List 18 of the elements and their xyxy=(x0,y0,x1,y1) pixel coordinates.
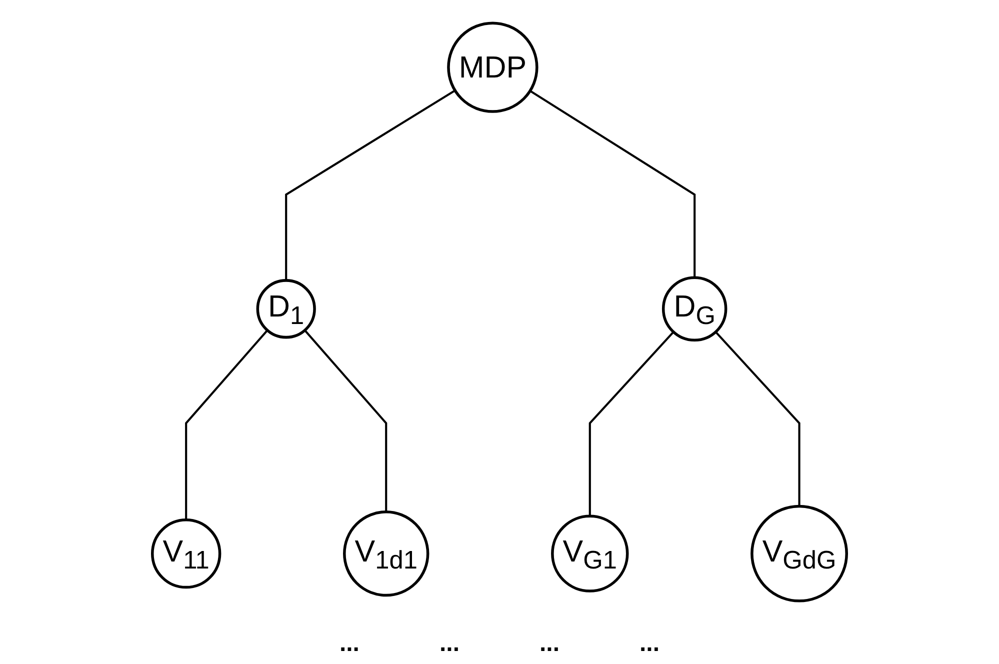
connector xyxy=(530,90,696,278)
node-circle xyxy=(343,510,430,597)
node-circle xyxy=(447,22,538,113)
ellipsis-label: ... xyxy=(439,630,460,658)
ellipsis-label: ... xyxy=(339,630,360,658)
connector xyxy=(185,330,268,520)
node-circle xyxy=(150,518,222,589)
ellipsis-label: ... xyxy=(540,630,560,658)
node-circle xyxy=(551,514,629,592)
ellipsis-label: ... xyxy=(640,630,660,658)
connector xyxy=(304,330,388,512)
node-circle xyxy=(750,504,848,602)
connector xyxy=(285,90,456,280)
connector xyxy=(588,331,674,516)
node-circle xyxy=(662,276,728,342)
node-circle xyxy=(256,279,316,339)
connector xyxy=(714,331,800,506)
tree-diagram: MDP D$_{1}$ D$_{G}$ V$_{11}$ V$_{1d1}$ V$_{G1}$ V$_{GdG}$ xyxy=(0,12,999,612)
